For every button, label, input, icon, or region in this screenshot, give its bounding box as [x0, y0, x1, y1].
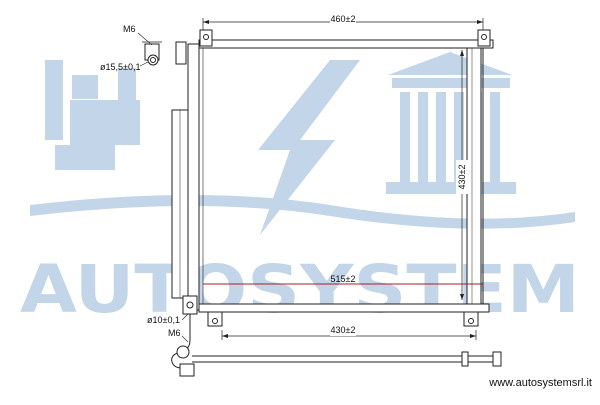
watermark-text: AUTOSYSTEM	[20, 251, 580, 328]
watermark-swoosh	[30, 195, 575, 229]
top-mounting-brackets	[175, 29, 491, 65]
lower-fitting-port	[176, 345, 190, 359]
upper-thread-label: M6	[123, 24, 136, 34]
lower-thread-label: M6	[168, 328, 181, 338]
lower-diameter-label: ø10±0,1	[147, 315, 180, 325]
upper-fitting-port	[147, 54, 159, 66]
dimension-arrows	[203, 20, 483, 338]
condenser-core	[171, 39, 494, 313]
watermark-temple-icon	[386, 52, 516, 194]
dimension-top-width: 460±2	[331, 14, 356, 24]
top-header	[198, 39, 494, 49]
right-tank	[466, 47, 482, 305]
bracket-upper-left-side	[175, 41, 187, 65]
upper-diameter-label: ø15,5±0,1	[100, 62, 140, 72]
website-url[interactable]: www.autosystemsrl.it	[488, 377, 592, 389]
dimension-right-height: 430±2	[457, 165, 467, 190]
dimension-bottom-width: 430±2	[331, 325, 356, 335]
upper-fitting-detail	[142, 41, 162, 66]
pipe-end-fitting	[492, 351, 502, 367]
watermark-lightning-icon	[258, 60, 360, 235]
watermark-logo	[30, 52, 575, 235]
watermark-person-icon	[45, 60, 140, 170]
bottom-mounting-brackets	[182, 295, 479, 327]
lower-pipe-assembly	[171, 314, 502, 377]
left-manifold	[187, 43, 200, 311]
dimension-overall-width: 515±2	[331, 274, 356, 284]
bottom-header	[198, 303, 490, 313]
